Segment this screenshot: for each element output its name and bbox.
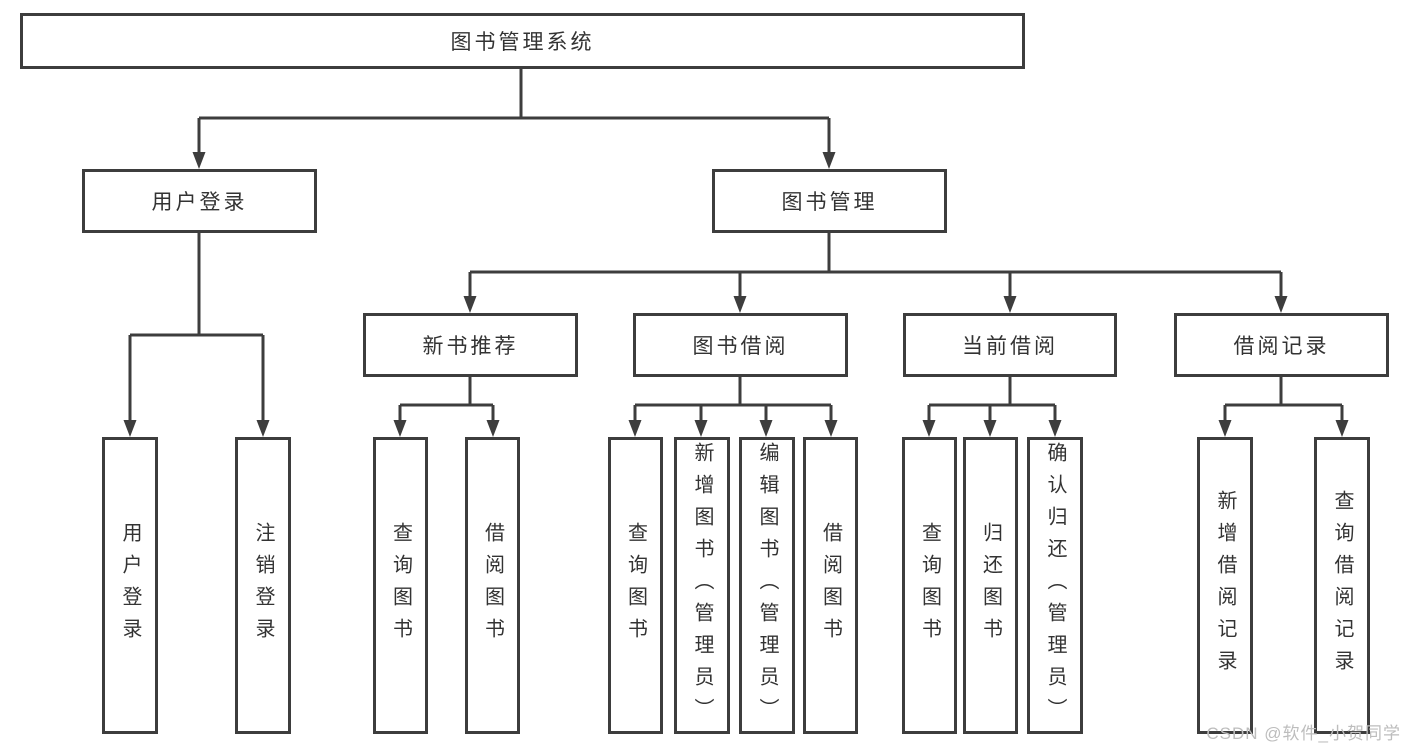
leaf-query-borrow-record: 查询借阅记录 [1314,437,1370,734]
node-new-book-recommendation: 新书推荐 [363,313,578,377]
node-book-management: 图书管理 [712,169,947,233]
node-library-system: 图书管理系统 [20,13,1025,69]
node-borrowing-records: 借阅记录 [1174,313,1389,377]
watermark: CSDN @软件_小贺同学 [1206,724,1401,743]
leaf-return-books: 归还图书 [963,437,1018,734]
node-current-borrowing: 当前借阅 [903,313,1117,377]
leaf-query-books-current: 查询图书 [902,437,957,734]
leaf-add-books-admin: 新增图书（管理员） [674,437,730,734]
leaf-user-login: 用户登录 [102,437,158,734]
leaf-query-books-recommend: 查询图书 [373,437,428,734]
leaf-add-borrow-record: 新增借阅记录 [1197,437,1253,734]
leaf-borrow-books: 借阅图书 [803,437,858,734]
leaf-borrow-books-recommend: 借阅图书 [465,437,520,734]
leaf-query-books-borrow: 查询图书 [608,437,663,734]
node-book-borrowing: 图书借阅 [633,313,848,377]
node-user-login: 用户登录 [82,169,317,233]
leaf-logout: 注销登录 [235,437,291,734]
leaf-confirm-return-admin: 确认归还（管理员） [1027,437,1083,734]
leaf-edit-books-admin: 编辑图书（管理员） [739,437,795,734]
